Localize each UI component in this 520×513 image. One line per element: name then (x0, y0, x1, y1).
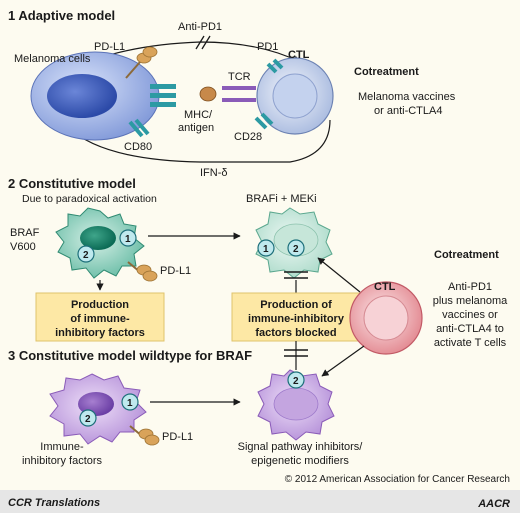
badge-2-wildtype-treated-text: 2 (293, 376, 299, 387)
production-box-2 (231, 292, 361, 342)
inhibitors-line1: Signal pathway inhibitors/ (238, 441, 364, 453)
factors-line1: Immune- (40, 441, 84, 453)
badge-1-braf-text: 1 (125, 234, 131, 245)
block-mark-1 (195, 35, 205, 50)
cotreatment-right-line4: anti-CTLA4 to (436, 323, 504, 335)
cotreatment-title-1: Cotreatment (354, 66, 419, 78)
badge-1-treated (257, 239, 275, 257)
badge-2-braf-text: 2 (83, 250, 89, 261)
pdl1-ligand-2 (142, 46, 158, 58)
cotreatment-right-line2: plus melanoma (433, 295, 508, 307)
mhc-label-1: MHC/ (184, 109, 213, 121)
pdl1-stalk-1 (125, 61, 141, 79)
cd28-receptor (254, 112, 274, 130)
section2-subtitle: Due to paradoxical activation (22, 193, 157, 205)
section1-title: 1 Adaptive model (8, 8, 115, 23)
badge-2-braf (77, 245, 95, 263)
pdl1-ligand-6 (144, 434, 160, 446)
ctl-nucleus-adaptive (272, 73, 318, 119)
badge-1-wildtype-text: 1 (127, 398, 133, 409)
factors-line2: inhibitory factors (22, 455, 103, 467)
section2-title: 2 Constitutive model (8, 176, 136, 191)
pd1-label: PD1 (257, 41, 278, 53)
cd28-label: CD28 (234, 131, 262, 143)
box2-line1: Production of (260, 299, 332, 311)
ctl-label-right: CTL (374, 281, 396, 293)
footer-left: CCR Translations (8, 497, 100, 509)
cotreatment-1-line2: or anti-CTLA4 (374, 105, 442, 117)
braf-label-1: BRAF (10, 227, 40, 239)
cd80-receptor (128, 118, 150, 138)
cotreatment-1-line1: Melanoma vaccines (358, 91, 456, 103)
pdl1-label-3: PD-L1 (162, 431, 193, 443)
mhc-bar-1 (150, 84, 176, 89)
ctl-label-adaptive: CTL (288, 49, 310, 61)
box2-line2: immune-inhibitory (248, 313, 345, 325)
badge-2-wildtype-text: 2 (85, 414, 91, 425)
antigen (199, 86, 217, 102)
box2-line3: factors blocked (255, 327, 336, 339)
badge-1-wildtype (121, 393, 139, 411)
ctl-nucleus-right (363, 295, 409, 341)
mhc-bar-3 (150, 102, 176, 107)
badge-2-wildtype (79, 409, 97, 427)
box1-line2: of immune- (70, 313, 130, 325)
cotreatment-title-right: Cotreatment (434, 249, 499, 261)
melanoma-nucleus (47, 74, 117, 118)
inhibitors-line2: epigenetic modifiers (251, 455, 349, 467)
wildtype-treated-nucleus (273, 387, 319, 421)
badge-2-treated-text: 2 (293, 244, 299, 255)
ifn-label: IFN-δ (200, 167, 228, 179)
badge-2-treated (287, 239, 305, 257)
braf-nucleus (80, 226, 116, 250)
badge-1-braf (119, 229, 137, 247)
tcr-bar-1 (222, 86, 256, 90)
copyright: © 2012 American Association for Cancer R… (285, 474, 510, 485)
mhc-bar-2 (150, 93, 176, 98)
arrow-ctl-to-treated (317, 257, 361, 293)
braf-mek-label: BRAFi + MEKi (246, 193, 317, 205)
production-box-1 (35, 292, 165, 342)
footer-bar (0, 490, 520, 513)
melanoma-cells-label: Melanoma cells (14, 53, 91, 65)
box1-line3: inhibitory factors (55, 327, 145, 339)
braf-label-2: V600 (10, 241, 36, 253)
arrow-ctl-to-wildtype (321, 345, 365, 377)
badge-2-wildtype-treated (287, 371, 305, 389)
pdl1-ligand-4 (142, 270, 158, 282)
pd1-receptor (266, 58, 284, 74)
badge-1-treated-text: 1 (263, 244, 269, 255)
tcr-bar-2 (222, 98, 256, 102)
cd80-label: CD80 (124, 141, 152, 153)
cotreatment-right-line5: activate T cells (434, 337, 507, 349)
box1-line1: Production (71, 299, 129, 311)
pdl1-label-1: PD-L1 (94, 41, 125, 53)
tcr-label: TCR (228, 71, 251, 83)
footer-logo: AACR (477, 498, 510, 510)
mhc-label-2: antigen (178, 122, 214, 134)
anti-pd1-label: Anti-PD1 (178, 21, 222, 33)
section3-title: 3 Constitutive model wildtype for BRAF (8, 348, 252, 363)
pdl1-label-2: PD-L1 (160, 265, 191, 277)
cotreatment-right-line3: vaccines or (442, 309, 498, 321)
cotreatment-right-line1: Anti-PD1 (448, 281, 492, 293)
block-mark-2 (201, 35, 211, 50)
